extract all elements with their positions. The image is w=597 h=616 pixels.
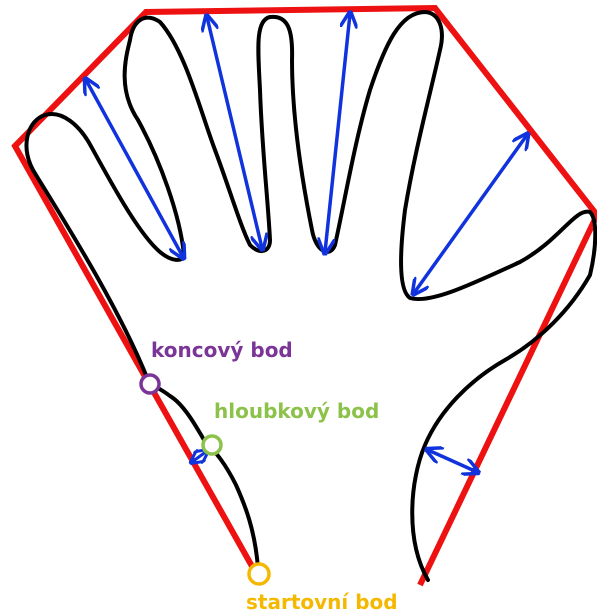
depth-arrow-index-middle bbox=[207, 17, 262, 248]
convex-hull bbox=[15, 8, 597, 585]
end-point-marker bbox=[141, 375, 159, 393]
start-point-label: startovní bod bbox=[246, 592, 398, 612]
depth-arrow-middle-ring bbox=[325, 14, 350, 252]
hand-contour bbox=[26, 12, 595, 580]
depth-arrow-wrist bbox=[428, 450, 477, 472]
depth-arrow-thumb-index bbox=[86, 80, 183, 257]
depth-point-marker bbox=[203, 436, 221, 454]
end-point-label: koncový bod bbox=[151, 340, 293, 360]
depth-arrow-ring-pinky bbox=[414, 135, 527, 293]
depth-point-label: hloubkový bod bbox=[214, 401, 379, 421]
start-point-marker bbox=[249, 564, 269, 584]
